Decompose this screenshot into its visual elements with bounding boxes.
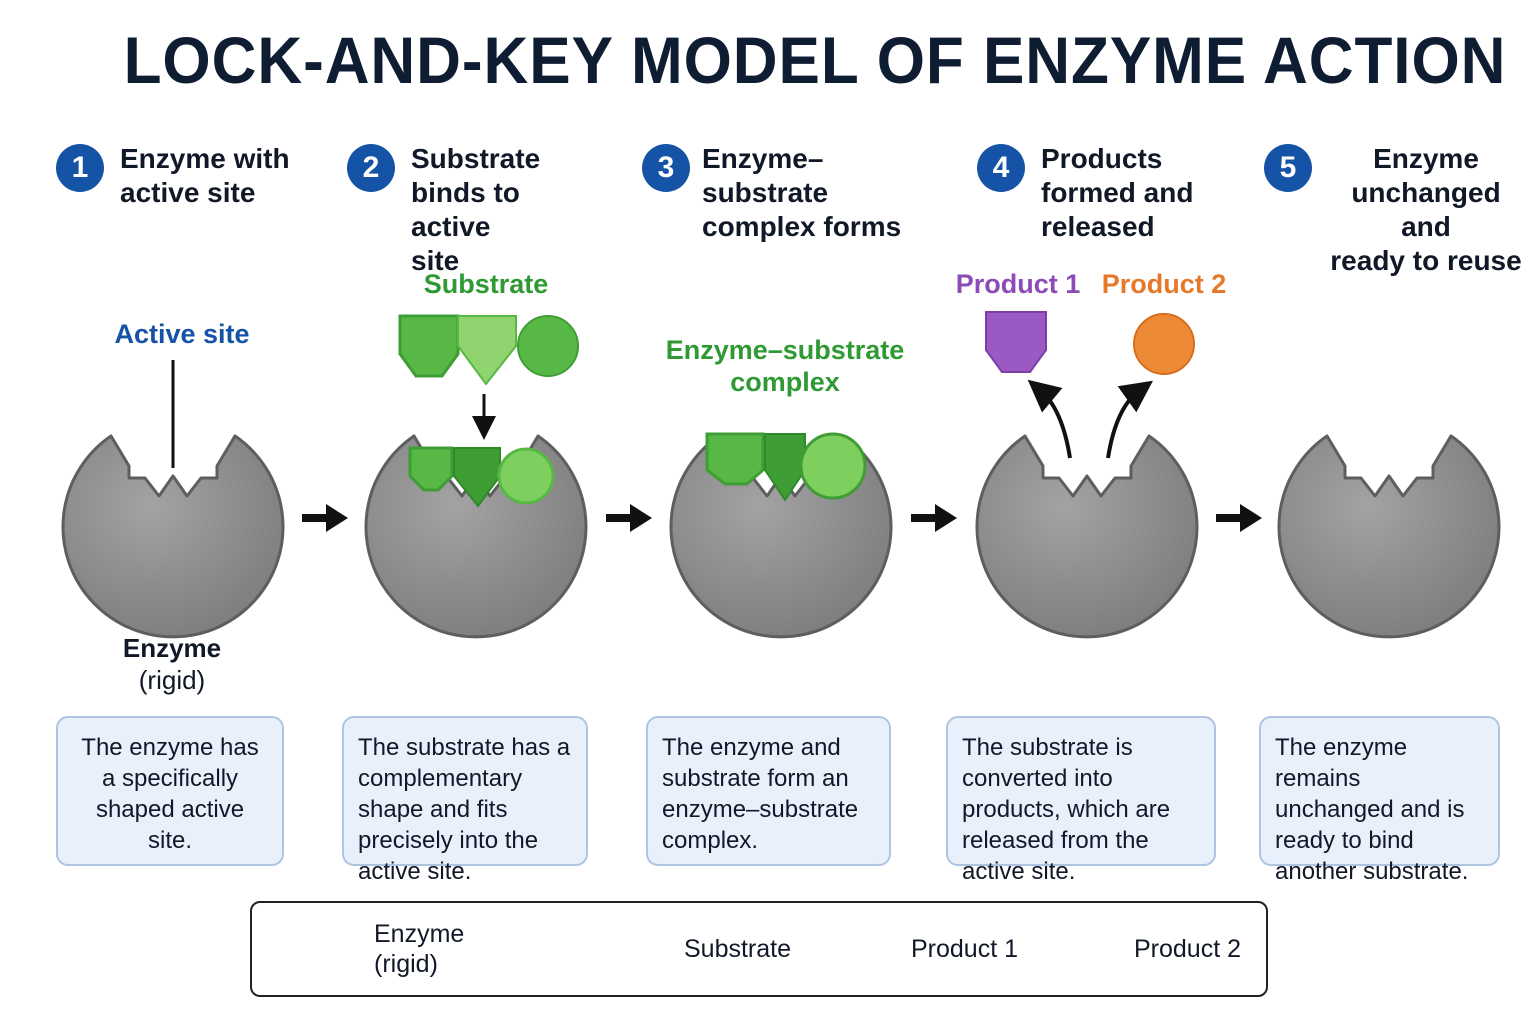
enzyme-label: Enzyme (rigid) [92,632,252,696]
release-arrow-product-1 [1027,379,1072,459]
step-5-header: 5 Enzyme unchanged and ready to reuse [1264,142,1524,276]
step-4-header: 4 Products formed and released [977,142,1237,252]
step-4-title: Products formed and released [1041,143,1194,242]
enzyme-4 [975,434,1199,639]
step-3-description: The enzyme and substrate form an enzyme–… [646,716,891,866]
step-4-badge: 4 [977,144,1025,192]
bound-substrate-2 [408,446,555,508]
step-arrow-2 [606,504,652,532]
step-arrow-4 [1216,504,1262,532]
step-2-badge: 2 [347,144,395,192]
complex-substrate-3 [705,432,867,502]
step-5-description: The enzyme remains unchanged and is read… [1259,716,1500,885]
step-3-title: Enzyme–substrate complex forms [702,143,902,242]
free-substrate [398,314,579,386]
release-arrow-product-2 [1106,380,1154,459]
step-1-badge: 1 [56,144,104,192]
substrate-label: Substrate [423,269,549,299]
enzyme-1 [61,434,285,639]
step-3-badge: 3 [642,144,690,192]
product-2-shape [1133,313,1195,375]
step-5-badge: 5 [1264,144,1312,192]
step-4-description: The substrate is converted into products… [946,716,1216,885]
product-2-label: Product 2 [1101,269,1227,299]
step-arrow-1 [302,504,348,532]
step-3-header: 3 Enzyme–substrate complex forms [642,142,942,252]
step-5-title: Enzyme unchanged and ready to reuse [1330,143,1522,276]
enzyme-note: (rigid) [138,665,206,695]
step-1-title: Enzyme with active site [120,143,290,208]
enzyme-5 [1277,434,1501,639]
legend-enzyme-label: Enzyme (rigid) [374,920,465,978]
step-1-header: 1 Enzyme with active site [56,142,316,252]
step-2-header: 2 Substrate binds to active site [347,142,607,276]
step-arrow-3 [911,504,957,532]
complex-label: Enzyme–substrate complex [665,335,905,397]
product-1-label: Product 1 [955,269,1081,299]
legend: Enzyme (rigid) Substrate Product 1 Produ… [250,901,1268,997]
page-title: LOCK-AND-KEY MODEL OF ENZYME ACTION [123,23,1507,97]
step-2-title: Substrate binds to active site [411,143,541,276]
active-site-label: Active site [114,319,250,349]
step-2-description: The substrate has a complementary shape … [342,716,588,885]
enzyme-name: Enzyme [122,633,222,663]
legend-product-2-label: Product 2 [1134,935,1242,963]
legend-substrate-label: Substrate [684,935,792,963]
step-1-description: The enzyme has a specifically shaped act… [56,716,284,866]
product-1-shape [985,311,1047,373]
legend-product-1-label: Product 1 [911,935,1019,963]
